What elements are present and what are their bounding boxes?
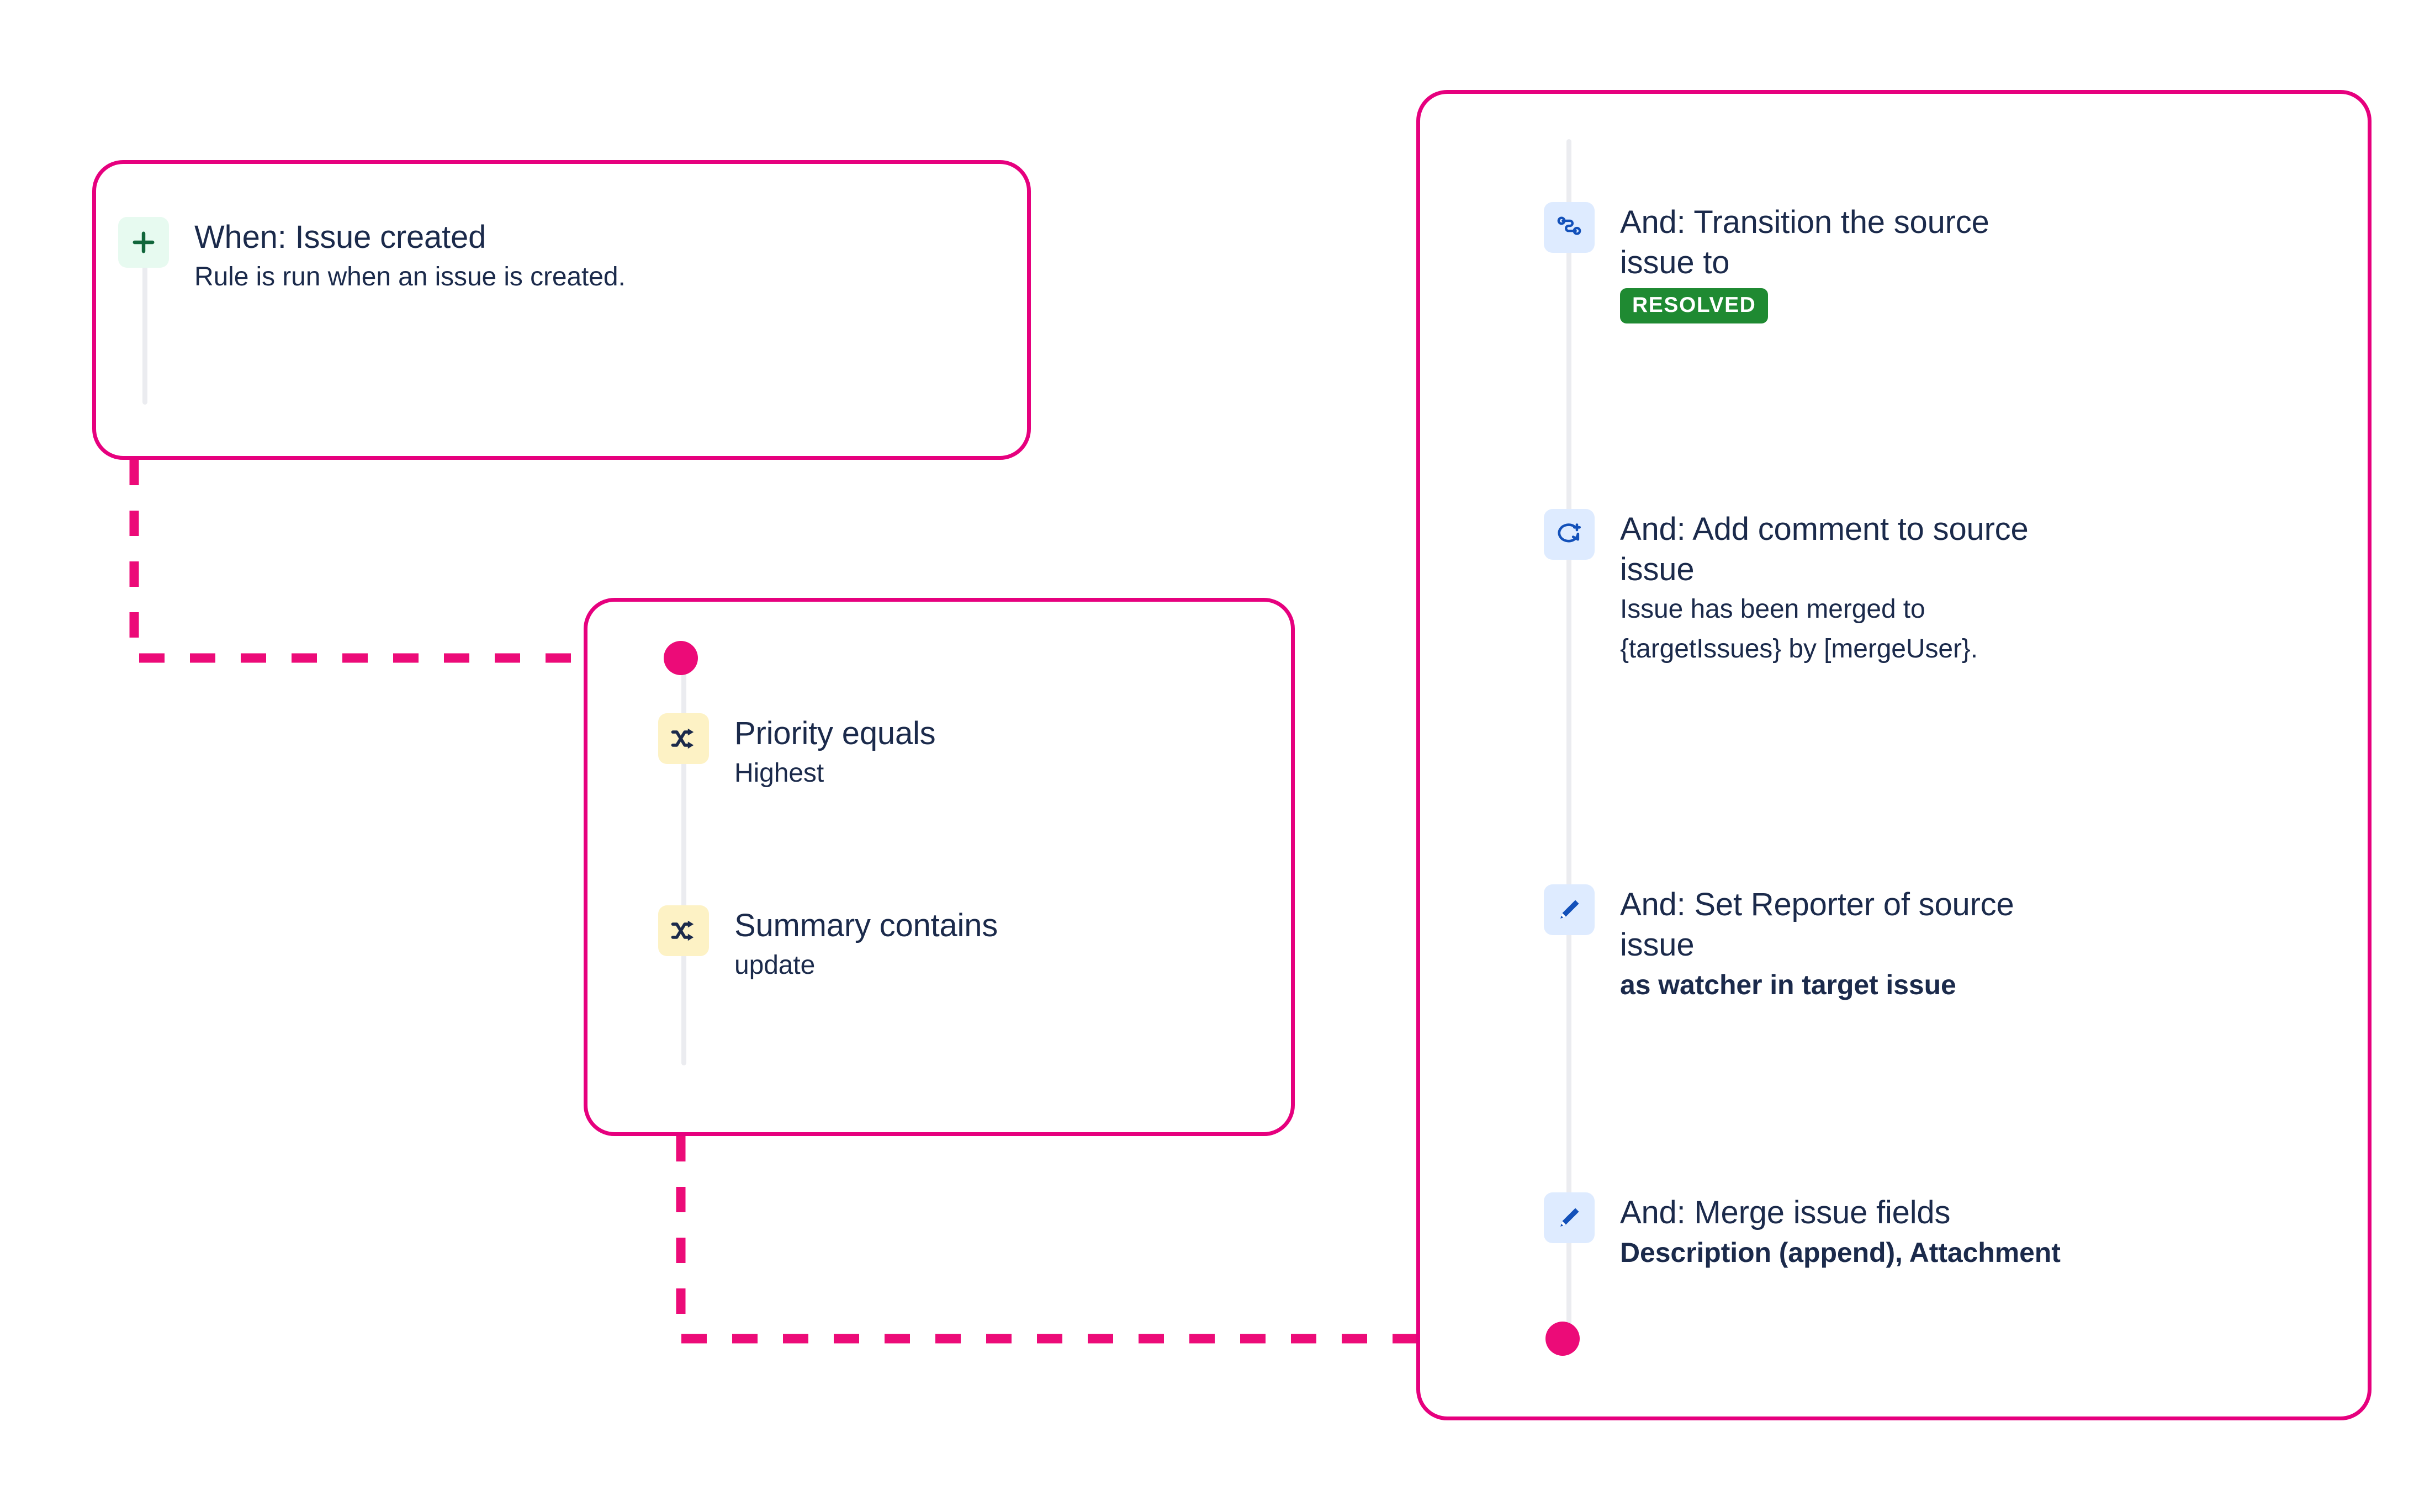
connector-trigger-to-conditions [129, 460, 681, 663]
condition-step-1[interactable]: Priority equals Highest [658, 713, 936, 793]
action-title: And: Set Reporter of source issue [1620, 887, 2014, 963]
trigger-step[interactable]: When: Issue created Rule is run when an … [118, 217, 626, 297]
trigger-card[interactable]: When: Issue created Rule is run when an … [92, 160, 1031, 460]
conditions-entry-dot [664, 641, 698, 675]
action-step-2[interactable]: And: Add comment to source issue Issue h… [1544, 509, 2029, 669]
conditions-card[interactable]: Priority equals Highest Summary contains… [584, 598, 1295, 1136]
action-step-1[interactable]: And: Transition the source issue to RESO… [1544, 202, 2029, 323]
condition-subtitle: Highest [734, 758, 824, 788]
action-subtitle: as watcher in target issue [1620, 969, 1956, 1000]
conditions-rail [681, 657, 686, 1065]
plus-icon [118, 217, 169, 268]
trigger-rail [142, 217, 147, 405]
actions-entry-dot [1545, 1322, 1580, 1356]
connector-conditions-to-actions [676, 1136, 1563, 1344]
action-title: And: Add comment to source issue [1620, 511, 2029, 587]
status-badge: RESOLVED [1620, 288, 1769, 323]
condition-title: Summary contains [734, 908, 998, 943]
action-step-3[interactable]: And: Set Reporter of source issue as wat… [1544, 884, 2029, 1005]
shuffle-icon [658, 905, 709, 956]
actions-rail [1566, 139, 1571, 1351]
action-subtitle: Issue has been merged to {targetIssues} … [1620, 595, 1978, 664]
pencil-icon [1544, 1192, 1595, 1243]
condition-step-2[interactable]: Summary contains update [658, 905, 998, 985]
trigger-subtitle: Rule is run when an issue is created. [194, 262, 626, 291]
condition-subtitle: update [734, 951, 816, 980]
transition-icon [1544, 202, 1595, 253]
pencil-icon [1544, 884, 1595, 935]
condition-title: Priority equals [734, 715, 936, 751]
add-comment-icon [1544, 509, 1595, 560]
actions-card[interactable]: And: Transition the source issue to RESO… [1416, 90, 2372, 1420]
action-title: And: Transition the source issue to [1620, 204, 1989, 280]
trigger-title: When: Issue created [194, 219, 486, 255]
shuffle-icon [658, 713, 709, 764]
action-step-4[interactable]: And: Merge issue fields Description (app… [1544, 1192, 2061, 1272]
action-title: And: Merge issue fields [1620, 1195, 1951, 1230]
action-subtitle: Description (append), Attachment [1620, 1237, 2061, 1268]
